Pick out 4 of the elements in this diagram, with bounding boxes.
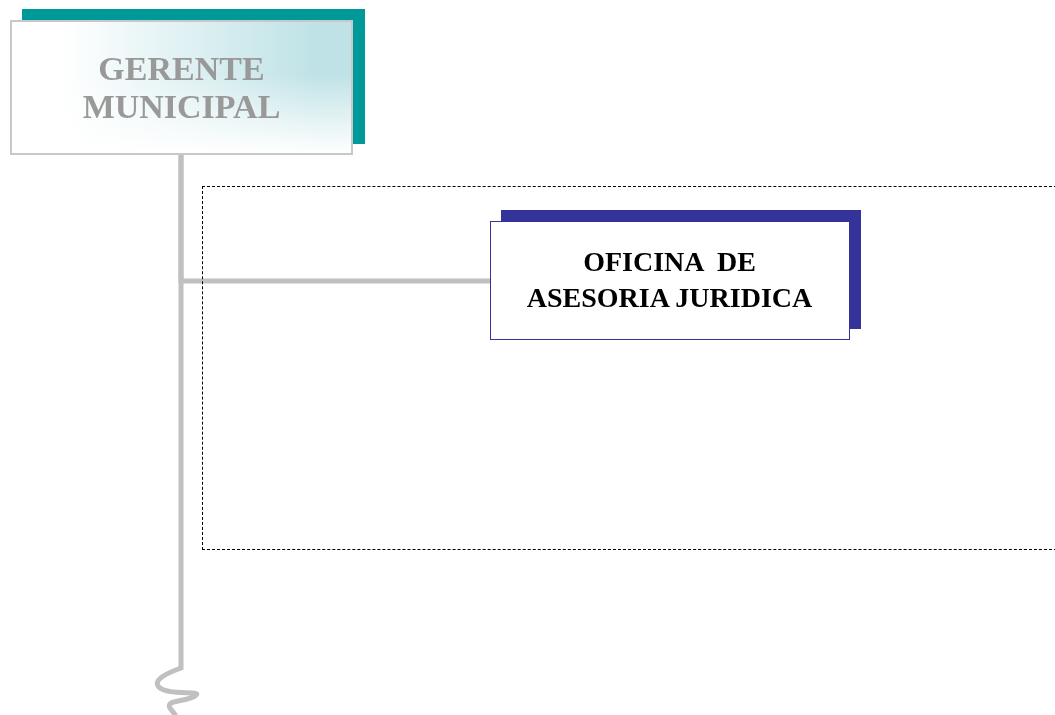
box-title: OFICINA DE ASESORIA JURIDICA — [525, 244, 814, 315]
dashed-group-box — [202, 186, 1055, 550]
box-title: GERENTE MUNICIPAL — [81, 50, 282, 125]
connector-line — [155, 155, 198, 715]
